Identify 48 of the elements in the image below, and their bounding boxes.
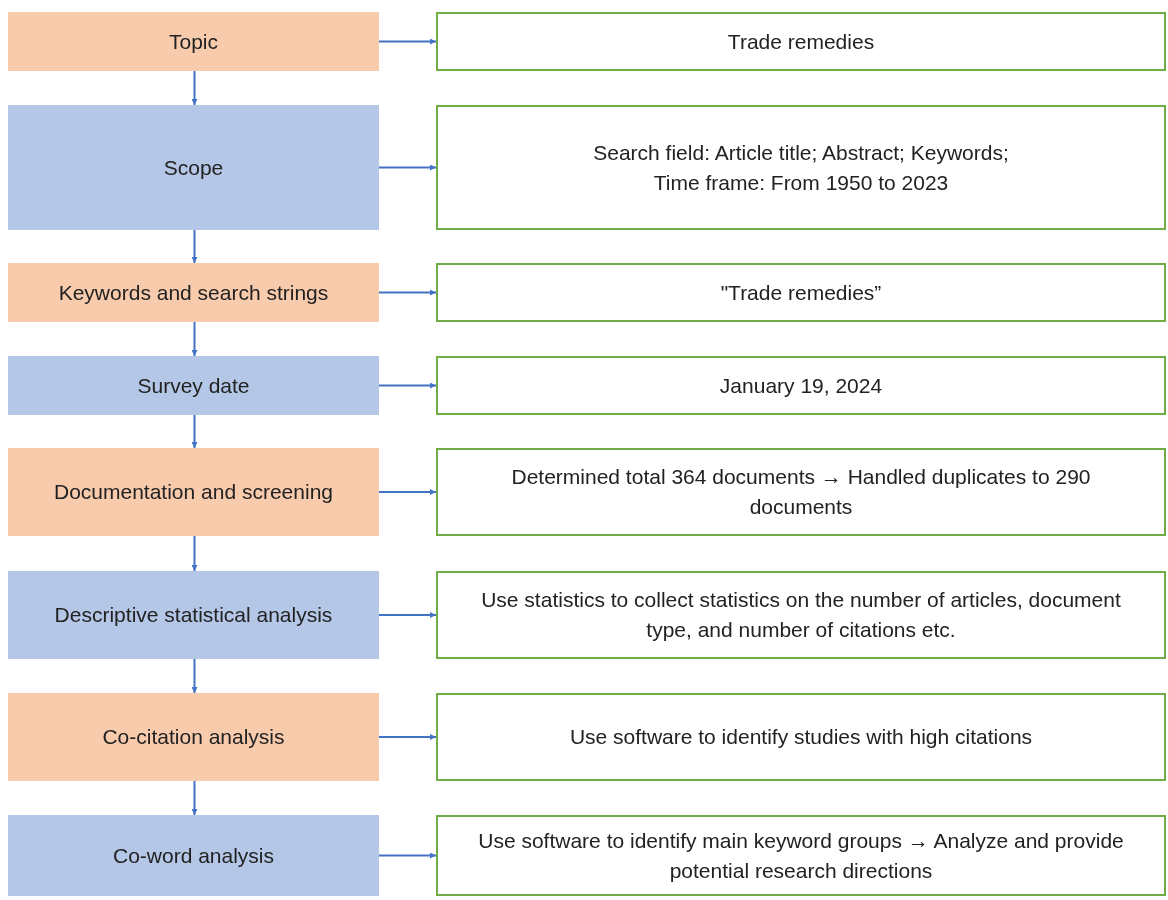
detail-box — [436, 815, 1166, 896]
arrow — [378, 612, 437, 618]
arrow — [191, 321, 198, 357]
arrow — [191, 414, 198, 449]
arrow — [378, 734, 437, 740]
box-text: Descriptive statistical analysis — [54, 602, 333, 628]
detail-box — [436, 571, 1166, 659]
step-box — [8, 12, 379, 71]
detail-box — [436, 356, 1166, 415]
box-text: Topic — [169, 28, 218, 55]
arrow — [378, 38, 437, 45]
arrow — [191, 658, 198, 694]
arrow — [378, 164, 437, 171]
box-text: Time frame: From 1950 to 2023 — [653, 169, 949, 196]
box-text: Determined total 364 documents → Handled duplicates to 290 documents — [510, 464, 1092, 520]
box-text: Survey date — [137, 372, 250, 399]
box-text: Use statistics to collect statistics on the number of articles, document type, and number of citations etc. — [480, 587, 1122, 643]
box-text: Documentation and screening — [54, 479, 333, 505]
step-box — [8, 263, 379, 322]
box-text: "Trade remedies” — [720, 279, 882, 306]
box-text: Co-word analysis — [112, 842, 275, 869]
step-box — [8, 105, 379, 230]
detail-box — [436, 448, 1166, 536]
arrow — [191, 70, 198, 106]
arrow — [378, 289, 437, 296]
step-box — [8, 693, 379, 781]
box-text: Use software to identify studies with high citations — [569, 724, 1033, 750]
arrow — [378, 852, 437, 859]
detail-box — [436, 105, 1166, 230]
detail-box — [436, 693, 1166, 781]
arrow — [378, 489, 437, 495]
arrow — [191, 535, 198, 572]
step-box — [8, 815, 379, 896]
box-text: January 19, 2024 — [719, 372, 883, 399]
step-box — [8, 571, 379, 659]
box-text: Keywords and search strings — [58, 279, 329, 306]
arrow — [191, 229, 198, 264]
box-text: Search field: Article title; Abstract; Keywords; — [593, 139, 1009, 166]
arrow — [378, 382, 437, 389]
box-text: Use software to identify main keyword groups → Analyze and provide potential research directions — [477, 827, 1125, 884]
arrow — [191, 780, 198, 816]
box-text: Co-citation analysis — [102, 724, 285, 750]
step-box — [8, 356, 379, 415]
detail-box — [436, 12, 1166, 71]
box-text: Scope — [163, 154, 224, 181]
step-box — [8, 448, 379, 536]
box-text: Trade remedies — [727, 28, 875, 55]
detail-box — [436, 263, 1166, 322]
